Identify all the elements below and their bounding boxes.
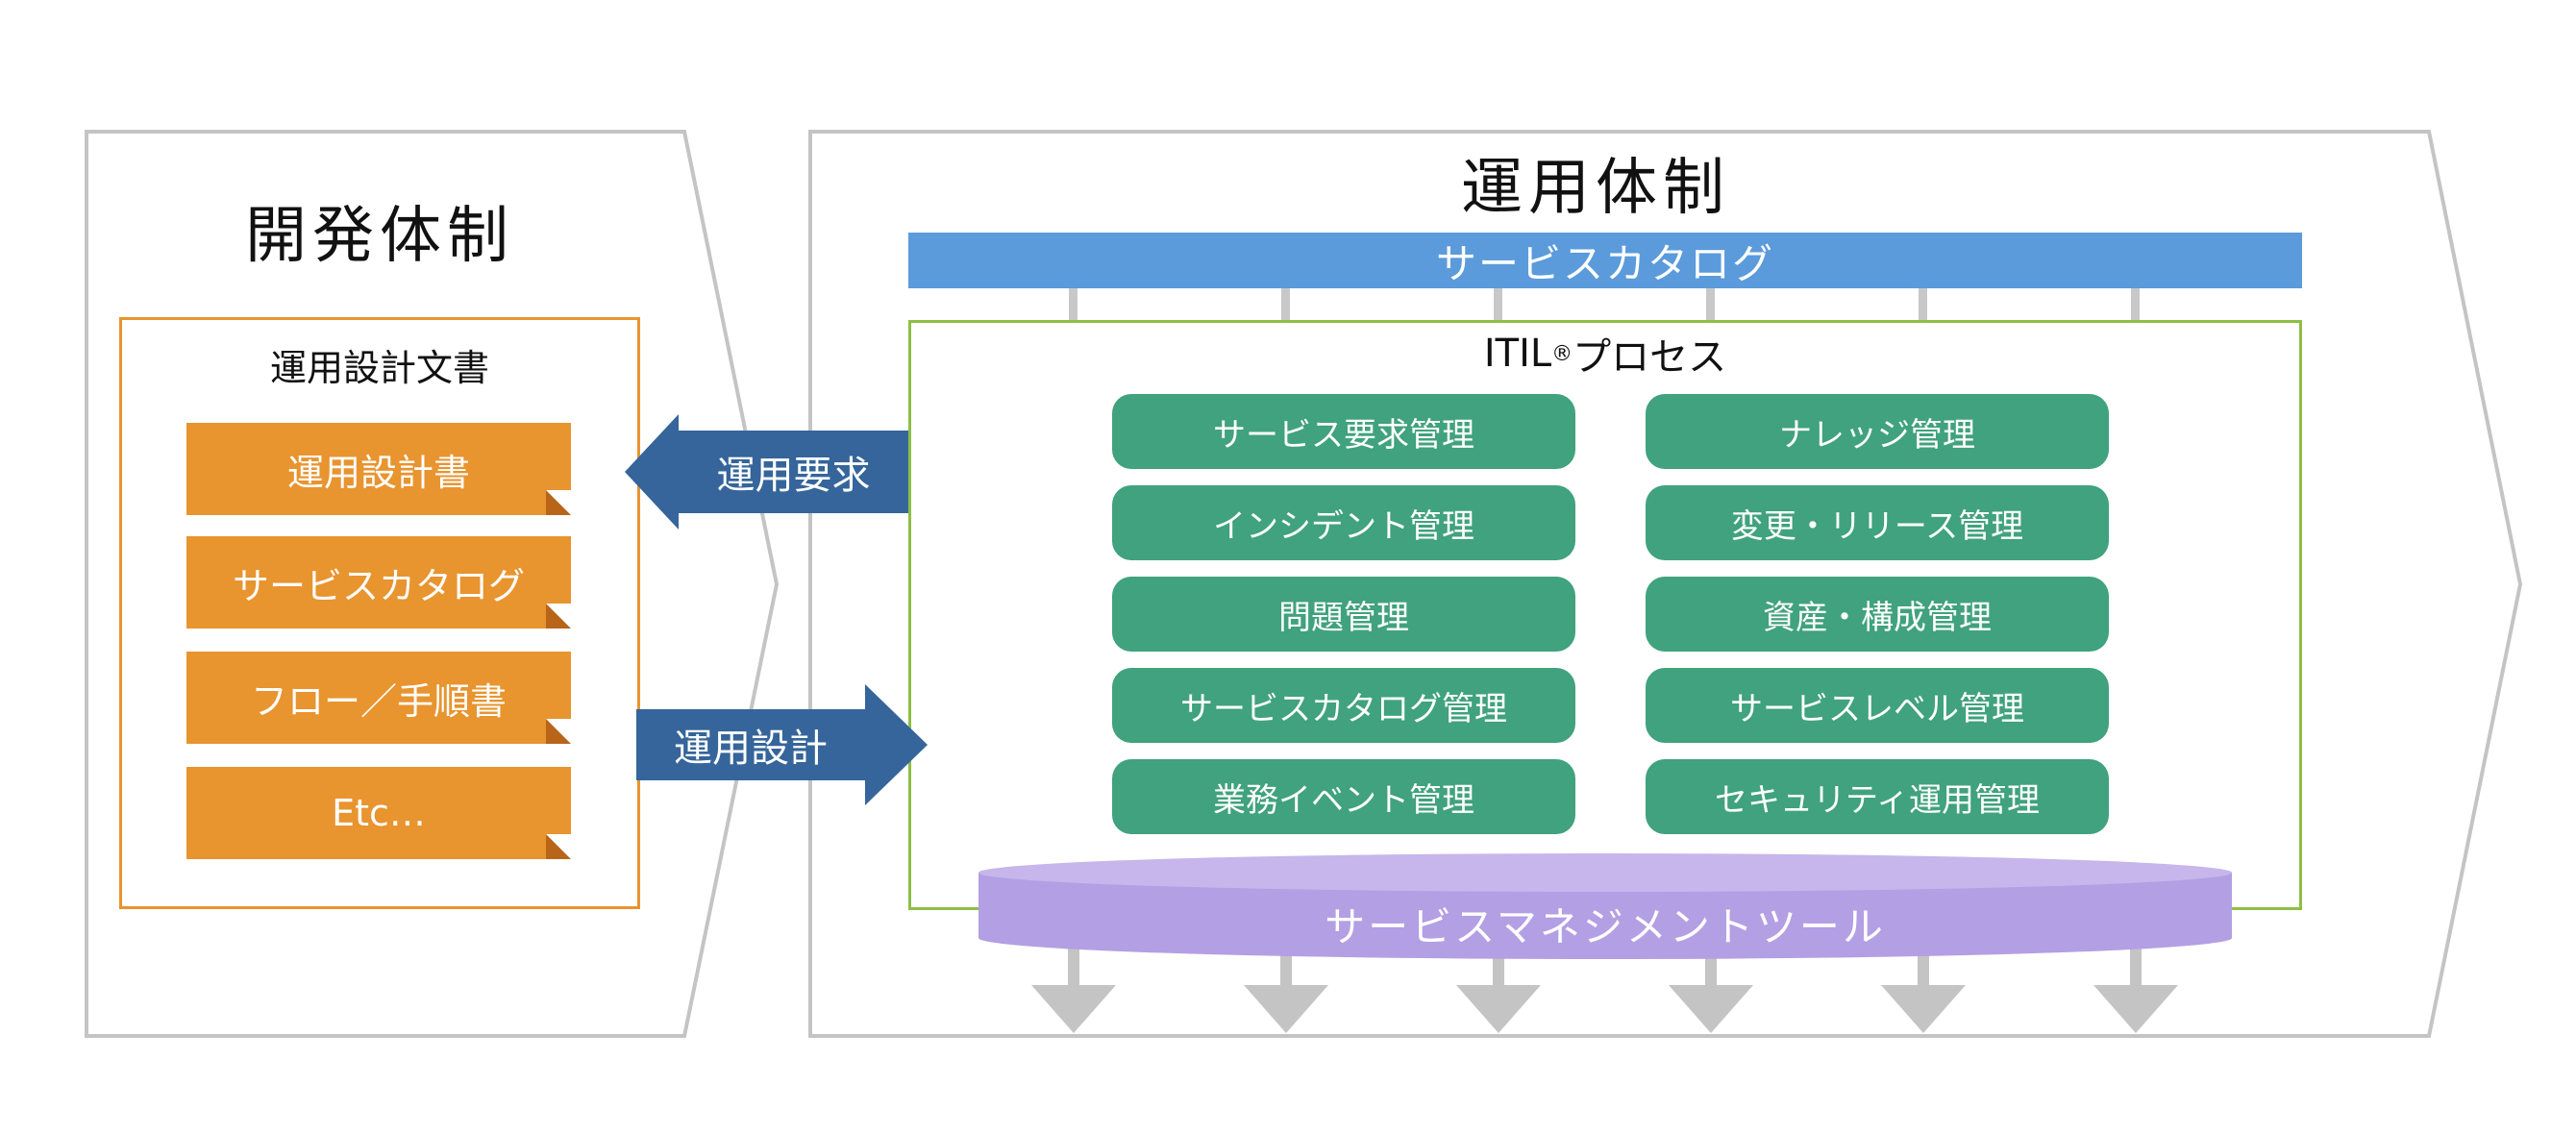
- connector-line: [1069, 279, 1077, 323]
- doc-item: サービスカタログ: [186, 536, 571, 629]
- process-service-catalog: サービスカタログ管理: [1112, 668, 1575, 743]
- down-arrow-icon: [1881, 947, 1966, 1033]
- process-service-level: サービスレベル管理: [1646, 668, 2109, 743]
- registered-mark: ®: [1551, 341, 1573, 366]
- page-fold-icon: [546, 490, 571, 515]
- process-security-ops: セキュリティ運用管理: [1646, 759, 2109, 834]
- process-problem: 問題管理: [1112, 577, 1575, 652]
- requirement-arrow-label: 運用要求: [716, 454, 871, 498]
- dev-section-title: 開発体制: [245, 201, 514, 272]
- down-arrows: [1031, 947, 2178, 1033]
- process-asset-config: 資産・構成管理: [1646, 577, 2109, 652]
- connector-line: [1494, 279, 1502, 323]
- design-arrow-label: 運用設計: [674, 727, 828, 771]
- service-catalog-bar: サービスカタログ: [908, 233, 2302, 288]
- page-fold-icon: [546, 834, 571, 859]
- doc-item-label: Etc…: [332, 792, 426, 834]
- page-fold-icon: [546, 604, 571, 629]
- ops-section-title: 運用体制: [1461, 153, 1730, 224]
- process-business-event: 業務イベント管理: [1112, 759, 1575, 834]
- doc-item-label: サービスカタログ: [232, 564, 525, 607]
- design-documents-title: 運用設計文書: [269, 346, 489, 389]
- connector-line: [1919, 279, 1927, 323]
- design-arrow: [636, 684, 928, 805]
- process-incident: インシデント管理: [1112, 485, 1575, 560]
- process-knowledge: ナレッジ管理: [1646, 394, 2109, 469]
- doc-item: 運用設計書: [186, 423, 571, 515]
- requirement-arrow: [625, 414, 908, 530]
- tool-cylinder: [978, 853, 2232, 959]
- itil-process-title: ITIL®プロセス: [1389, 327, 1821, 381]
- doc-item: Etc…: [186, 767, 571, 859]
- doc-item-label: フロー／手順書: [250, 679, 507, 723]
- itil-process-suffix: プロセス: [1573, 335, 1727, 380]
- doc-item-label: 運用設計書: [286, 451, 470, 494]
- down-arrow-icon: [1031, 947, 1116, 1033]
- page-fold-icon: [546, 719, 571, 744]
- itil-label: ITIL: [1483, 332, 1552, 376]
- doc-item: フロー／手順書: [186, 652, 571, 744]
- process-change-release: 変更・リリース管理: [1646, 485, 2109, 560]
- connector-line: [1706, 279, 1715, 323]
- down-arrow-icon: [2093, 947, 2178, 1033]
- connector-line: [1281, 279, 1290, 323]
- process-service-request: サービス要求管理: [1112, 394, 1575, 469]
- service-management-tool-label: サービスマネジメントツール: [1325, 902, 1886, 950]
- down-arrow-icon: [1244, 947, 1328, 1033]
- connector-line: [2131, 279, 2140, 323]
